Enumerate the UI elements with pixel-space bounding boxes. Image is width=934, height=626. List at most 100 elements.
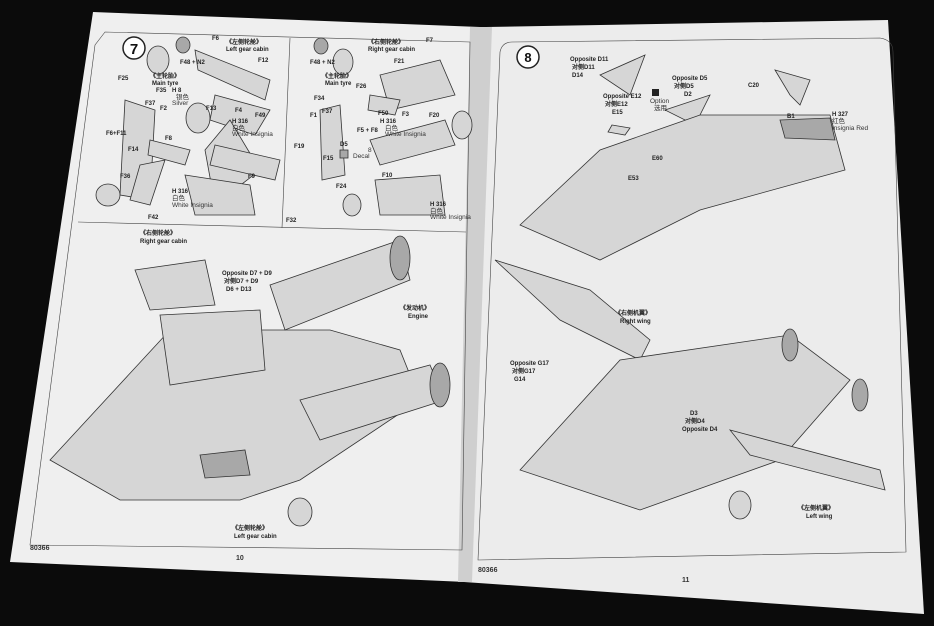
right-step-frame: [477, 37, 907, 561]
svg-text:F9: F9: [248, 174, 256, 180]
svg-text:《右侧轮舱》: 《右侧轮舱》: [368, 38, 404, 46]
svg-text:F19: F19: [294, 144, 305, 150]
svg-text:C20: C20: [748, 83, 760, 89]
step-7-badge: 7: [122, 36, 146, 60]
svg-text:《主轮胎》: 《主轮胎》: [150, 72, 180, 80]
svg-text:H 316: H 316: [430, 202, 447, 208]
svg-text:对侧D11: 对侧D11: [572, 63, 595, 71]
svg-text:F42: F42: [148, 215, 159, 221]
svg-text:H 8: H 8: [172, 88, 182, 94]
step-8-badge: 8: [516, 45, 540, 69]
svg-text:Option: Option: [650, 98, 670, 105]
svg-text:《左侧轮舱》: 《左侧轮舱》: [232, 524, 268, 532]
svg-text:8: 8: [524, 50, 531, 65]
svg-text:Opposite G17: Opposite G17: [510, 361, 550, 367]
svg-text:Opposite D5: Opposite D5: [672, 76, 708, 82]
svg-text:F36: F36: [120, 174, 131, 180]
svg-text:银色: 银色: [176, 92, 190, 101]
right-page-labels: Opposite D11 对侧D11 D14 Option 选用 Opposit…: [510, 57, 869, 520]
svg-text:对侧E12: 对侧E12: [605, 100, 628, 108]
svg-text:F15: F15: [323, 156, 334, 162]
svg-text:White Insignia: White Insignia: [430, 214, 471, 221]
svg-text:Engine: Engine: [408, 314, 429, 320]
right-product-code: 80366: [478, 567, 498, 574]
svg-text:Main tyre: Main tyre: [325, 81, 352, 87]
left-page-number: 10: [236, 555, 244, 562]
svg-text:《主轮胎》: 《主轮胎》: [322, 72, 352, 80]
left-panel-labels: F48 + N2 《主轮胎》 Main tyre 《左侧轮舱》 Left gea…: [106, 36, 273, 221]
svg-text:F5 + F8: F5 + F8: [357, 128, 379, 134]
svg-text:F12: F12: [258, 58, 269, 64]
svg-text:D5: D5: [340, 142, 348, 148]
svg-text:Opposite D7 + D9: Opposite D7 + D9: [222, 271, 273, 277]
left-gear-illustration: [95, 36, 281, 216]
left-step-frame: [29, 31, 471, 551]
left-product-code: 80366: [30, 545, 50, 552]
svg-text:F50: F50: [378, 111, 389, 117]
svg-text:F6: F6: [212, 36, 220, 42]
svg-text:《右侧轮舱》: 《右侧轮舱》: [140, 229, 176, 237]
svg-text:Opposite D4: Opposite D4: [682, 427, 718, 433]
svg-text:选用: 选用: [654, 103, 667, 112]
svg-text:白色: 白色: [232, 123, 246, 132]
svg-text:H 316: H 316: [380, 119, 397, 125]
svg-text:白色: 白色: [385, 123, 399, 132]
svg-text:Left gear cabin: Left gear cabin: [226, 47, 269, 53]
svg-text:F20: F20: [429, 113, 440, 119]
svg-text:F1: F1: [310, 113, 318, 119]
svg-text:D3: D3: [690, 411, 698, 417]
spine-shadow: [458, 27, 492, 582]
lower-left-labels: 《右侧轮舱》 Right gear cabin Opposite D7 + D9…: [140, 229, 430, 540]
svg-text:G14: G14: [514, 377, 526, 383]
svg-text:White Insignia: White Insignia: [172, 202, 213, 209]
svg-text:E60: E60: [652, 156, 663, 162]
svg-text:Decal: Decal: [353, 153, 370, 160]
svg-text:Right gear cabin: Right gear cabin: [368, 47, 415, 53]
right-page-number: 11: [682, 577, 690, 584]
svg-text:对侧D7 + D9: 对侧D7 + D9: [224, 277, 259, 285]
svg-text:《发动机》: 《发动机》: [400, 304, 430, 312]
svg-text:White Insignia: White Insignia: [232, 131, 273, 138]
svg-text:F35: F35: [156, 88, 167, 94]
svg-text:D14: D14: [572, 73, 584, 79]
svg-text:F25: F25: [118, 76, 129, 82]
svg-text:Opposite D11: Opposite D11: [570, 57, 609, 63]
svg-text:红色: 红色: [832, 116, 846, 125]
svg-text:E53: E53: [628, 176, 639, 182]
fuselage-engine-illustration: [49, 235, 451, 527]
svg-text:F7: F7: [426, 38, 434, 44]
svg-text:H 327: H 327: [832, 112, 849, 118]
svg-text:H 316: H 316: [232, 119, 249, 125]
svg-text:F6+F11: F6+F11: [106, 131, 127, 137]
svg-text:Insignia Red: Insignia Red: [832, 125, 869, 132]
right-panel-labels: F48 + N2 《主轮胎》 Main tyre 《右侧轮舱》 Right ge…: [286, 38, 471, 224]
svg-text:F37: F37: [145, 101, 156, 107]
svg-text:F13: F13: [206, 106, 217, 112]
svg-text:白色: 白色: [430, 206, 444, 215]
svg-text:《左侧轮舱》: 《左侧轮舱》: [226, 38, 262, 46]
svg-text:F8: F8: [165, 136, 173, 142]
svg-text:《右侧机翼》: 《右侧机翼》: [615, 309, 651, 317]
svg-text:B1: B1: [787, 114, 795, 120]
svg-text:Right wing: Right wing: [620, 319, 651, 325]
svg-text:对侧G17: 对侧G17: [512, 367, 536, 375]
svg-text:F34: F34: [314, 96, 325, 102]
aircraft-assembly-illustration: [494, 54, 886, 520]
svg-text:对侧D5: 对侧D5: [674, 82, 694, 90]
svg-text:E15: E15: [612, 110, 623, 116]
svg-text:F2: F2: [160, 106, 168, 112]
svg-text:F21: F21: [394, 59, 405, 65]
svg-text:Main tyre: Main tyre: [152, 81, 179, 87]
svg-text:对侧D4: 对侧D4: [685, 417, 705, 425]
svg-text:8: 8: [368, 147, 372, 154]
svg-text:D6 + D13: D6 + D13: [226, 287, 252, 293]
svg-text:F14: F14: [128, 147, 139, 153]
svg-text:白色: 白色: [172, 193, 186, 202]
svg-text:Left gear cabin: Left gear cabin: [234, 534, 277, 540]
svg-text:F4: F4: [235, 108, 243, 114]
svg-text:F24: F24: [336, 184, 347, 190]
right-gear-illustration: [313, 37, 473, 217]
svg-text:D2: D2: [684, 92, 692, 98]
svg-text:《左侧机翼》: 《左侧机翼》: [798, 504, 834, 512]
